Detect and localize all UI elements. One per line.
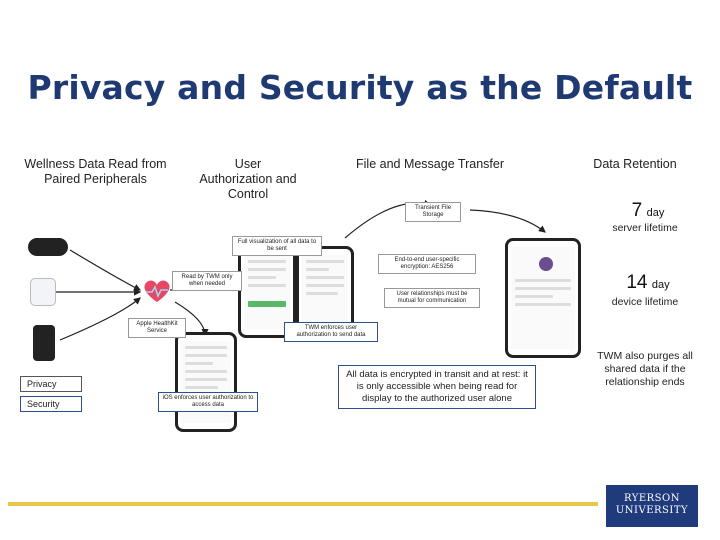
encryption-note: All data is encrypted in transit and at … xyxy=(338,365,536,409)
healthkit-label: Apple HealthKit Service xyxy=(128,318,186,338)
column-header-peripherals: Wellness Data Read from Paired Periphera… xyxy=(24,157,167,186)
legend-privacy: Privacy xyxy=(20,376,82,392)
healthkit-heart-icon xyxy=(144,280,170,302)
slide-title: Privacy and Security as the Default xyxy=(27,68,693,107)
server-retention-unit: day xyxy=(646,207,665,219)
headband-device-icon xyxy=(28,238,68,256)
ryerson-logo: RYERSON UNIVERSITY xyxy=(606,485,698,527)
mutual-relationship-label: User relationships must be mutual for co… xyxy=(384,288,480,308)
footer-rule xyxy=(8,502,598,506)
device-retention-value: 14 xyxy=(626,272,648,293)
ios-enforces-label: iOS enforces user authorization to acces… xyxy=(158,392,258,412)
logo-line-2: UNIVERSITY xyxy=(615,505,689,516)
twm-enforces-label: TWM enforces user authorization to send … xyxy=(284,322,378,342)
column-header-file-transfer: File and Message Transfer xyxy=(356,157,504,171)
column-header-retention: Data Retention xyxy=(593,157,677,171)
recipient-phone xyxy=(505,238,581,358)
transient-storage-label: Transient File Storage xyxy=(405,202,461,222)
ios-health-permission-screen xyxy=(175,332,237,432)
arrow-to-recipient xyxy=(469,209,546,233)
avatar xyxy=(539,257,553,271)
arrow-headband xyxy=(69,249,142,291)
e2e-encryption-label: End-to-end user-specific encryption: AES… xyxy=(378,254,476,274)
arrow-watch xyxy=(59,297,141,341)
full-visualization-label: Full visualization of all data to be sen… xyxy=(232,236,322,256)
server-retention-value: 7 xyxy=(631,200,643,221)
device-retention-unit: day xyxy=(651,279,670,291)
legend-security: Security xyxy=(20,396,82,412)
server-lifetime-label: server lifetime xyxy=(612,222,678,234)
read-by-twm-label: Read by TWM only when needed xyxy=(172,271,242,291)
column-header-authorization: User Authorization and Control xyxy=(199,157,297,201)
logo-line-1: RYERSON xyxy=(624,493,680,504)
smartwatch-icon xyxy=(33,325,55,361)
device-lifetime-label: device lifetime xyxy=(611,296,679,308)
purge-note: TWM also purges all shared data if the r… xyxy=(597,350,693,388)
device-retention: 14 day xyxy=(598,272,698,294)
hub-device-icon xyxy=(30,278,56,306)
server-retention: 7 day xyxy=(598,200,698,222)
